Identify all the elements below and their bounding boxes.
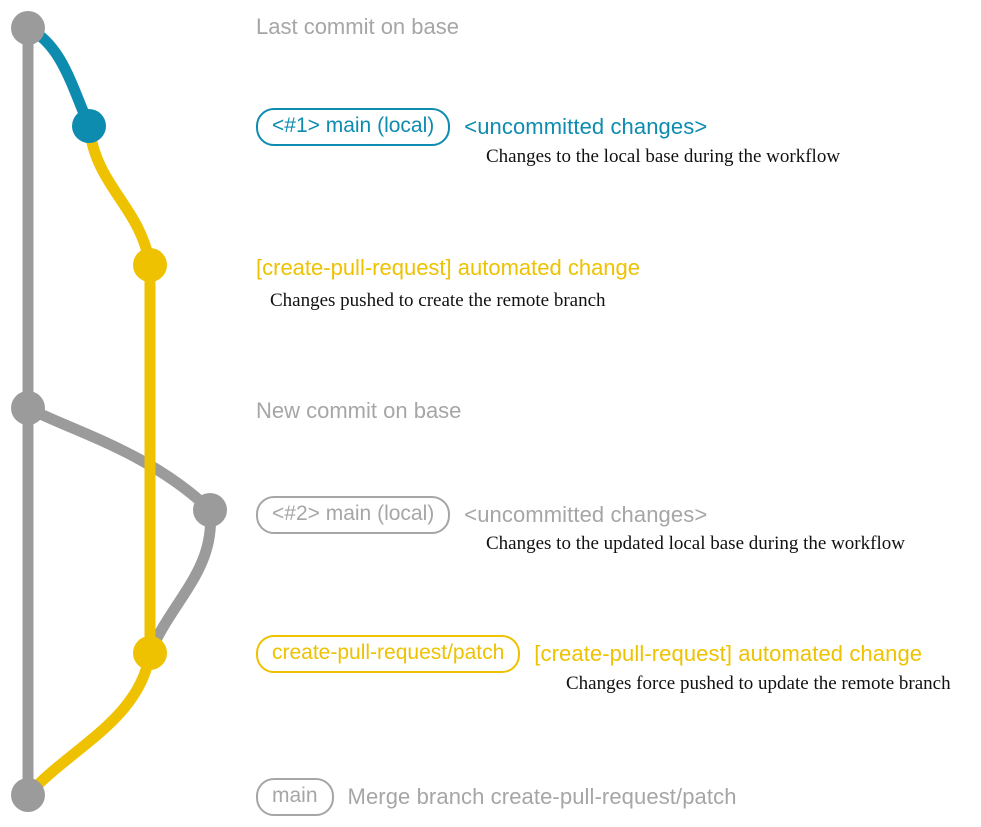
commit-node-local-main-1 xyxy=(72,109,106,143)
commit-node-patch-commit-2 xyxy=(133,636,167,670)
branch-badge-create-pull-request-patch[interactable]: create-pull-request/patch xyxy=(256,635,521,674)
commit-node-patch-commit-1 xyxy=(133,248,167,282)
commit-note-automated-change-2: Changes force pushed to update the remot… xyxy=(566,673,951,694)
commit-row-automated-change-2: create-pull-request/patch [create-pull-r… xyxy=(256,635,923,674)
commit-subject-local-main-2: <uncommitted changes> xyxy=(464,502,708,528)
commit-row-local-main-1: <#1> main (local) <uncommitted changes> xyxy=(256,108,708,147)
commit-subject-last-commit-on-base: Last commit on base xyxy=(256,14,459,39)
commit-node-local-main-2 xyxy=(193,493,227,527)
commit-note-local-main-1: Changes to the local base during the wor… xyxy=(486,146,841,167)
edge-patch-2-to-merge xyxy=(22,647,156,801)
commit-subject-automated-change-2: [create-pull-request] automated change xyxy=(534,641,923,667)
branch-badge-local-main-2[interactable]: <#2> main (local) xyxy=(256,496,451,535)
commit-subject-merge-commit: Merge branch create-pull-request/patch xyxy=(347,784,737,810)
commit-node-base-head xyxy=(11,11,45,45)
edge-base-to-local-main-2 xyxy=(22,402,216,516)
commit-subject-local-main-1: <uncommitted changes> xyxy=(464,114,708,140)
branch-badge-local-main-1[interactable]: <#1> main (local) xyxy=(256,108,451,147)
commit-node-merge-commit xyxy=(11,778,45,812)
commit-row-local-main-2: <#2> main (local) <uncommitted changes> xyxy=(256,496,708,535)
commit-note-automated-change-1: Changes pushed to create the remote bran… xyxy=(270,290,606,311)
commit-subject-new-commit-on-base: New commit on base xyxy=(256,398,462,423)
commit-note-local-main-2: Changes to the updated local base during… xyxy=(486,533,905,554)
edge-local-main-1-to-patch-1 xyxy=(83,120,156,271)
branch-badge-main[interactable]: main xyxy=(256,778,334,817)
commit-node-base-new xyxy=(11,391,45,425)
edge-local-main-2-to-patch-2 xyxy=(144,504,217,659)
commit-row-merge-commit: main Merge branch create-pull-request/pa… xyxy=(256,778,737,817)
commit-subject-automated-change-1: [create-pull-request] automated change xyxy=(256,255,641,280)
